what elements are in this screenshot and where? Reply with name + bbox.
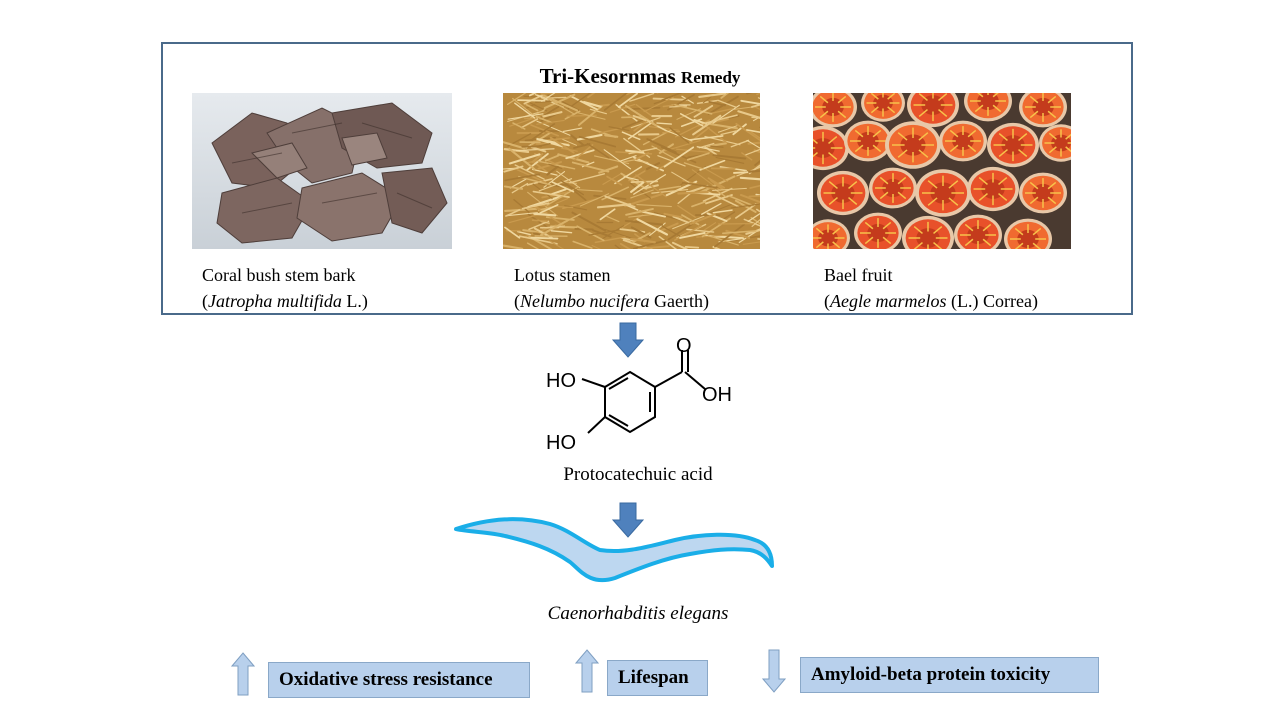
hydroxyl-top-label: HO <box>546 370 576 392</box>
effect-amyloid-beta: Amyloid-beta protein toxicity <box>800 657 1099 693</box>
coral-bush-bark-photo <box>192 93 452 249</box>
caption-coral-bush: Coral bush stem bark (Jatropha multifida… <box>202 262 368 314</box>
acid-oh-label: OH <box>702 384 732 406</box>
caption-common-name: Coral bush stem bark <box>202 265 356 285</box>
worm-illustration <box>454 517 774 582</box>
caption-lotus: Lotus stamen (Nelumbo nucifera Gaerth) <box>514 262 709 314</box>
caption-common-name: Bael fruit <box>824 265 893 285</box>
carbonyl-o-label: O <box>676 335 692 357</box>
compound-name: Protocatechuic acid <box>563 464 713 485</box>
down-arrow-icon <box>612 322 644 358</box>
caption-latin-name: (Aegle marmelos (L.) Correa) <box>824 291 1038 311</box>
effect-oxidative-stress: Oxidative stress resistance <box>268 662 530 698</box>
caption-bael: Bael fruit (Aegle marmelos (L.) Correa) <box>824 262 1038 314</box>
organism-name: Caenorhabditis elegans <box>547 603 729 624</box>
up-arrow-icon <box>575 649 599 693</box>
caption-latin-name: (Nelumbo nucifera Gaerth) <box>514 291 709 311</box>
remedy-title-main: Tri-Kesornmas <box>539 64 676 88</box>
up-arrow-icon <box>231 652 255 696</box>
caption-latin-name: (Jatropha multifida L.) <box>202 291 368 311</box>
effect-lifespan: Lifespan <box>607 660 708 696</box>
down-arrow-icon <box>612 502 644 538</box>
down-arrow-icon <box>762 649 786 693</box>
remedy-title: Tri-Kesornmas Remedy <box>0 64 1280 89</box>
protocatechuic-acid-structure: O OH HO HO <box>546 335 732 454</box>
caption-common-name: Lotus stamen <box>514 265 611 285</box>
remedy-title-suffix: Remedy <box>680 68 741 87</box>
bael-fruit-photo <box>813 93 1071 249</box>
hydroxyl-bottom-label: HO <box>546 432 576 454</box>
lotus-stamen-photo <box>503 93 760 249</box>
remedy-box <box>161 42 1133 315</box>
